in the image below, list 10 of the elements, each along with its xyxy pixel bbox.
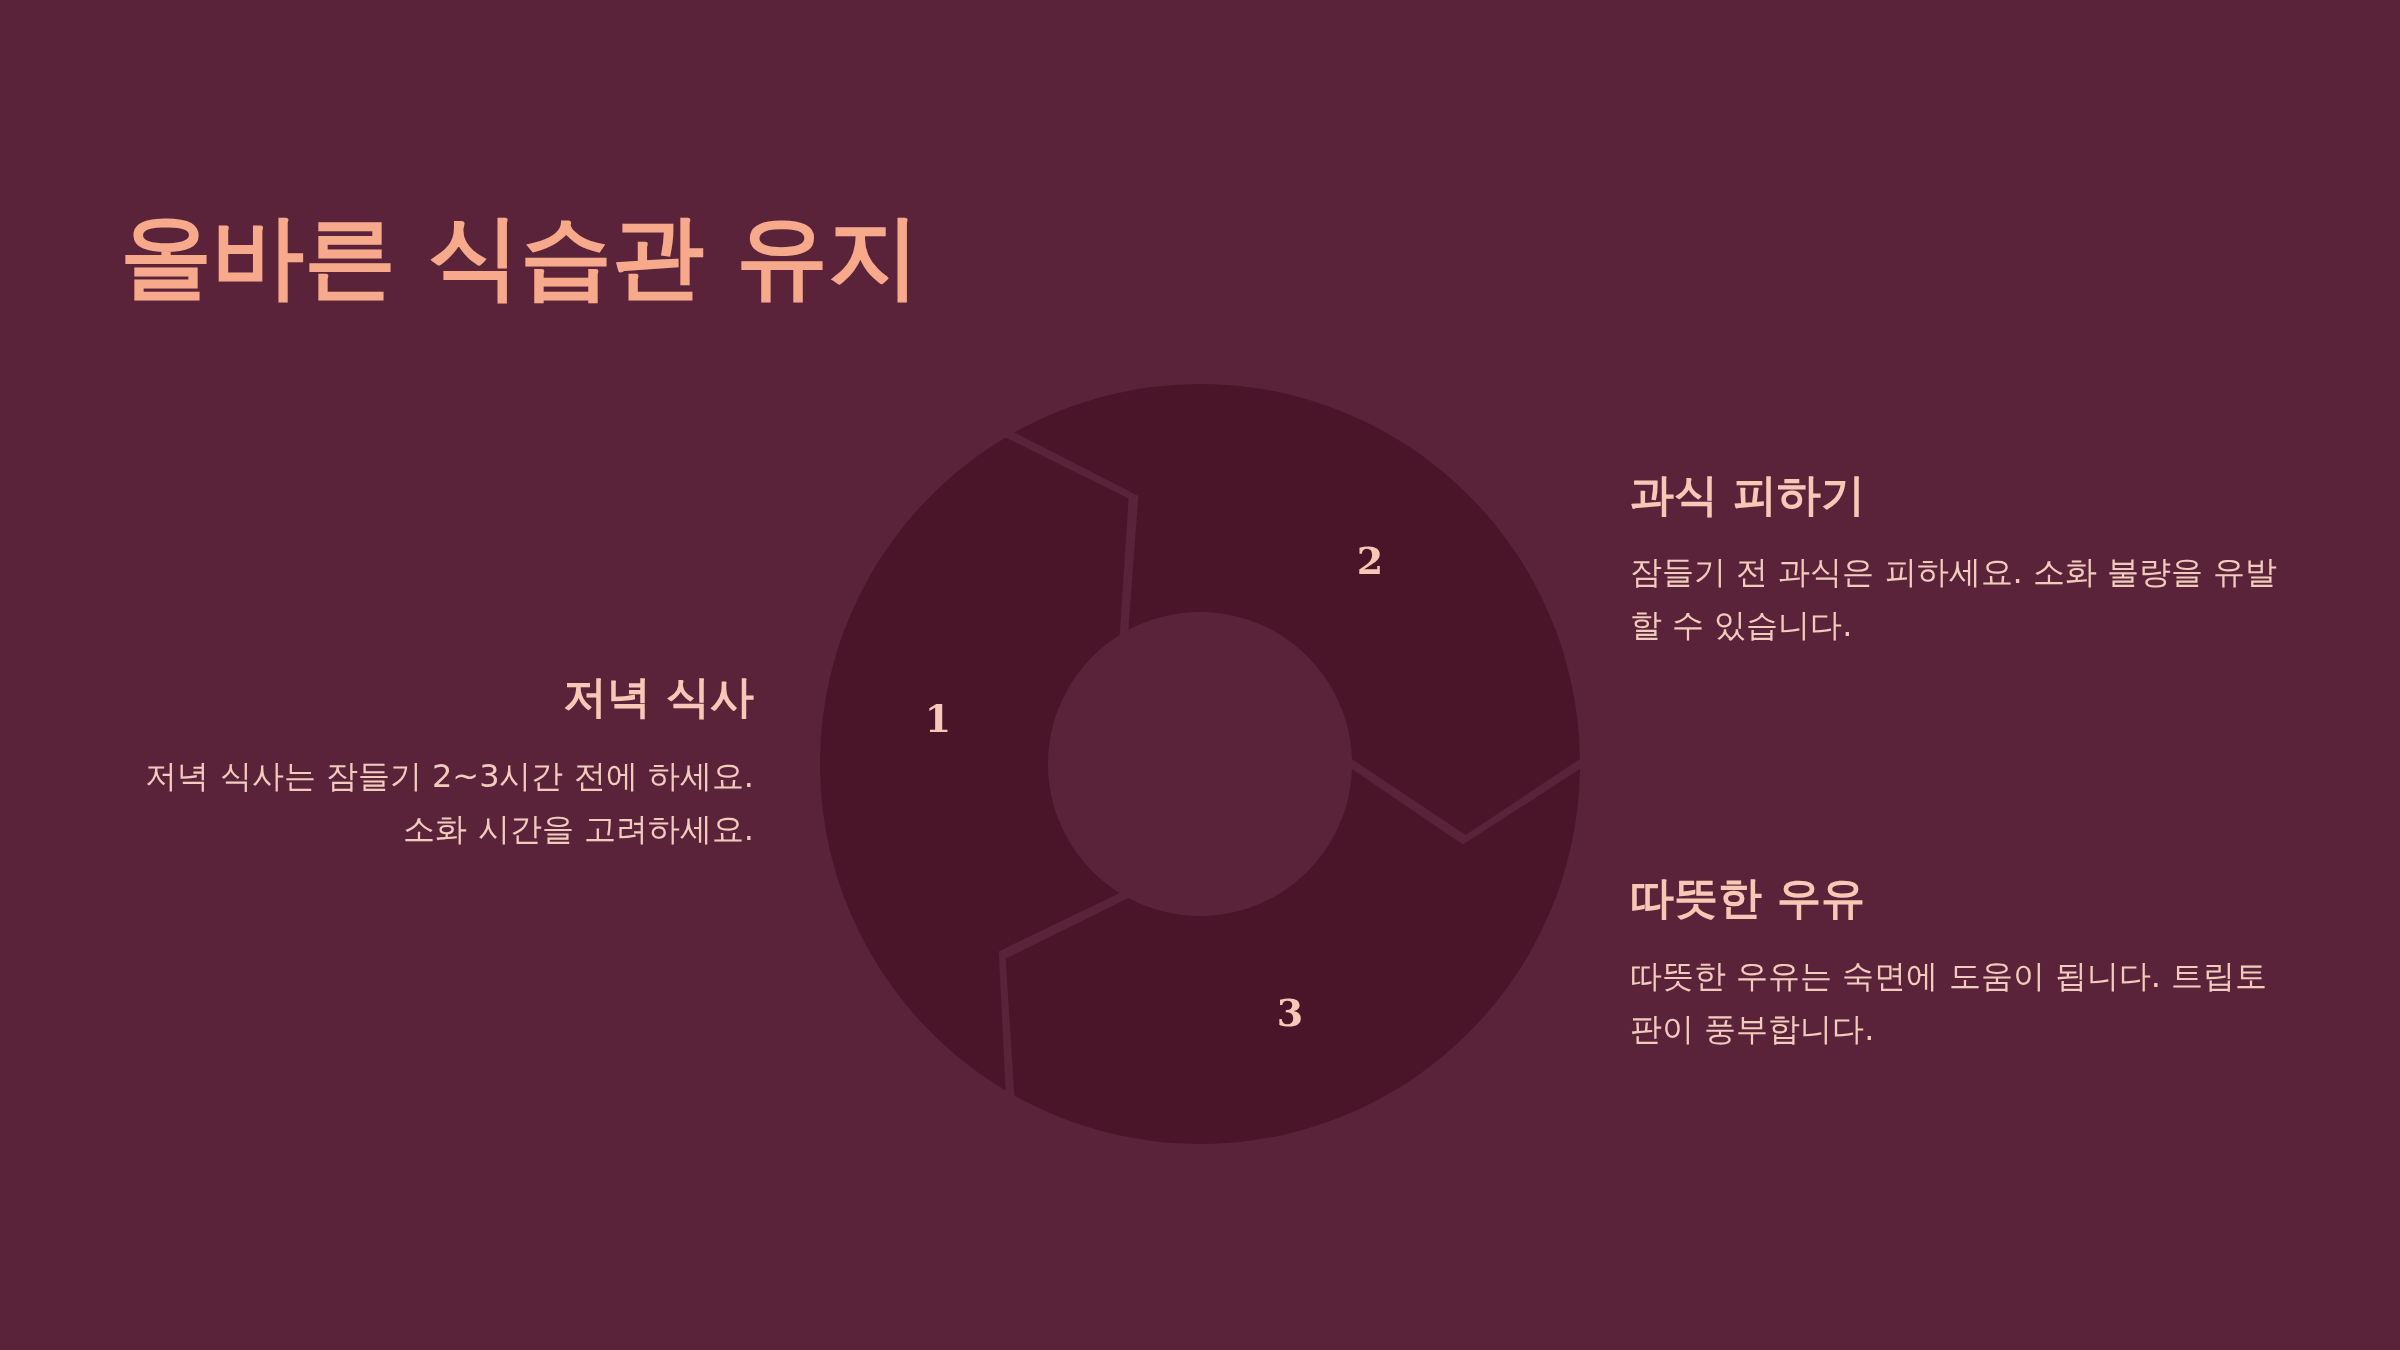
item-description: 잠들기 전 과식은 피하세요. 소화 불량을 유발할 수 있습니다.: [1630, 552, 2279, 646]
item-heading: 과식 피하기: [1630, 468, 1867, 522]
item-description: 저녁 식사는 잠들기 2~3시간 전에 하세요. 소화 시간을 고려하세요.: [144, 756, 754, 850]
item-heading: 저녁 식사: [561, 670, 754, 724]
item-description: 따뜻한 우유는 숙면에 도움이 됩니다. 트립토판이 풍부합니다.: [1630, 956, 2269, 1050]
step-number: 2: [1356, 537, 1384, 583]
slide-title: 올바른 식습관 유지: [120, 202, 921, 312]
step-number: 1: [924, 695, 952, 741]
item-heading: 따뜻한 우유: [1630, 871, 1867, 925]
step-number: 3: [1276, 989, 1304, 1035]
